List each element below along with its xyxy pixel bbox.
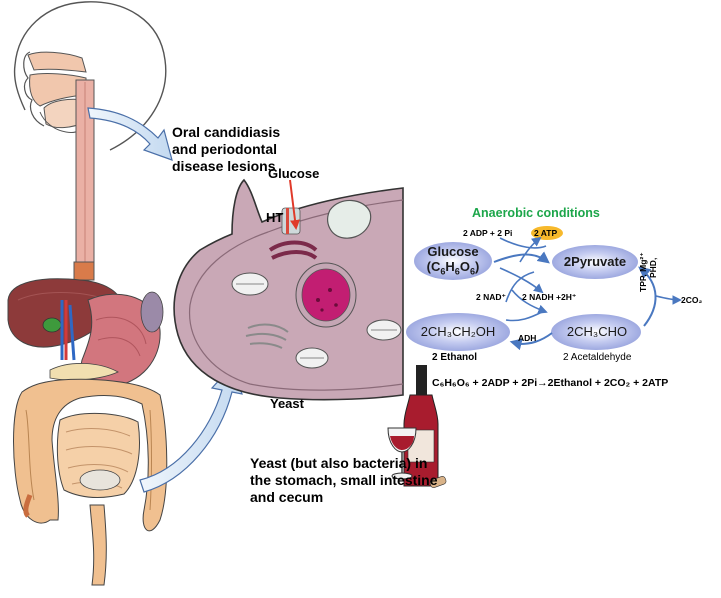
atp-label: 2 ATP (534, 228, 558, 238)
atp-badge (531, 226, 563, 240)
ethanol-node: 2CH₃CH₂OH (420, 324, 496, 339)
esophagus-illustration (73, 79, 95, 281)
formula-part: O (459, 259, 470, 274)
pyruvate-oval (552, 245, 638, 279)
glucose-to-pyruvate-arrow (493, 251, 550, 264)
oral-label: Oral candidiasis and periodontal disease… (172, 124, 280, 175)
oral-label-line-2: and periodontal (172, 141, 277, 157)
acetaldehyde-node: 2CH₃CHO (566, 324, 628, 339)
co2-release-arrow (655, 295, 682, 305)
formula-part: ) (475, 259, 480, 274)
acetaldehyde-to-ethanol-arrow (509, 332, 553, 351)
formula-sub: 6 (469, 266, 476, 277)
abdomen-illustration (7, 278, 168, 586)
gut-label-line-3: and cecum (250, 489, 324, 505)
formula-part: H (445, 259, 455, 274)
glucose-node: Glucose (C6H6O6) (414, 244, 492, 277)
pyruvate-to-acetaldehyde-arrow (638, 266, 657, 327)
adh-label: ADH (518, 333, 537, 343)
ethanol-oval (406, 313, 510, 351)
acetaldehyde-oval (551, 314, 641, 350)
nad-label: 2 NAD⁺ (476, 292, 506, 302)
glucose-node-name: Glucose (427, 244, 479, 259)
glucose-label: Glucose (268, 166, 320, 181)
pyruvate-node: 2Pyruvate (563, 254, 627, 269)
yeast-label: Yeast (270, 396, 304, 411)
glucose-node-formula: (C6H6O6) (414, 259, 492, 277)
oral-label-line-1: Oral candidiasis (172, 124, 281, 140)
overall-equation: C₆H₆O₆ + 2ADP + 2Pi→2Ethanol + 2CO₂ + 2A… (432, 377, 669, 389)
pdh-label: PHD, (648, 257, 658, 278)
pathway-title: Anaerobic conditions (472, 206, 600, 220)
oral-callout-arrow (87, 107, 173, 161)
yeast-cell-illustration (173, 178, 404, 401)
co2-label: 2CO₂ (681, 295, 703, 305)
formula-sub: 6 (440, 266, 446, 277)
ethanol-name: 2 Ethanol (432, 352, 478, 363)
nadh-loop-arrow (511, 289, 548, 314)
gut-label: Yeast (but also bacteria) in the stomach… (250, 455, 438, 506)
nad-cycle-arrow (499, 267, 544, 294)
adp-pi-label: 2 ADP + 2 Pi (463, 228, 513, 238)
ht-label: HT (266, 210, 284, 225)
formula-part: (C (426, 259, 441, 274)
formula-sub: 6 (454, 266, 460, 277)
glucose-oval (414, 242, 492, 280)
atp-curve-arrow (519, 236, 542, 263)
adp-curve-arrow (499, 237, 547, 249)
nadh-label: 2 NADH +2H⁺ (522, 292, 577, 302)
gut-label-line-2: the stomach, small intestine (250, 472, 438, 488)
acetaldehyde-name: 2 Acetaldehyde (563, 352, 632, 363)
oral-label-line-3: disease lesions (172, 158, 276, 174)
gut-label-line-1: Yeast (but also bacteria) in (250, 455, 428, 471)
tpp-label: TPP, Mg²⁺ (638, 252, 648, 292)
wine-illustration (387, 365, 447, 488)
